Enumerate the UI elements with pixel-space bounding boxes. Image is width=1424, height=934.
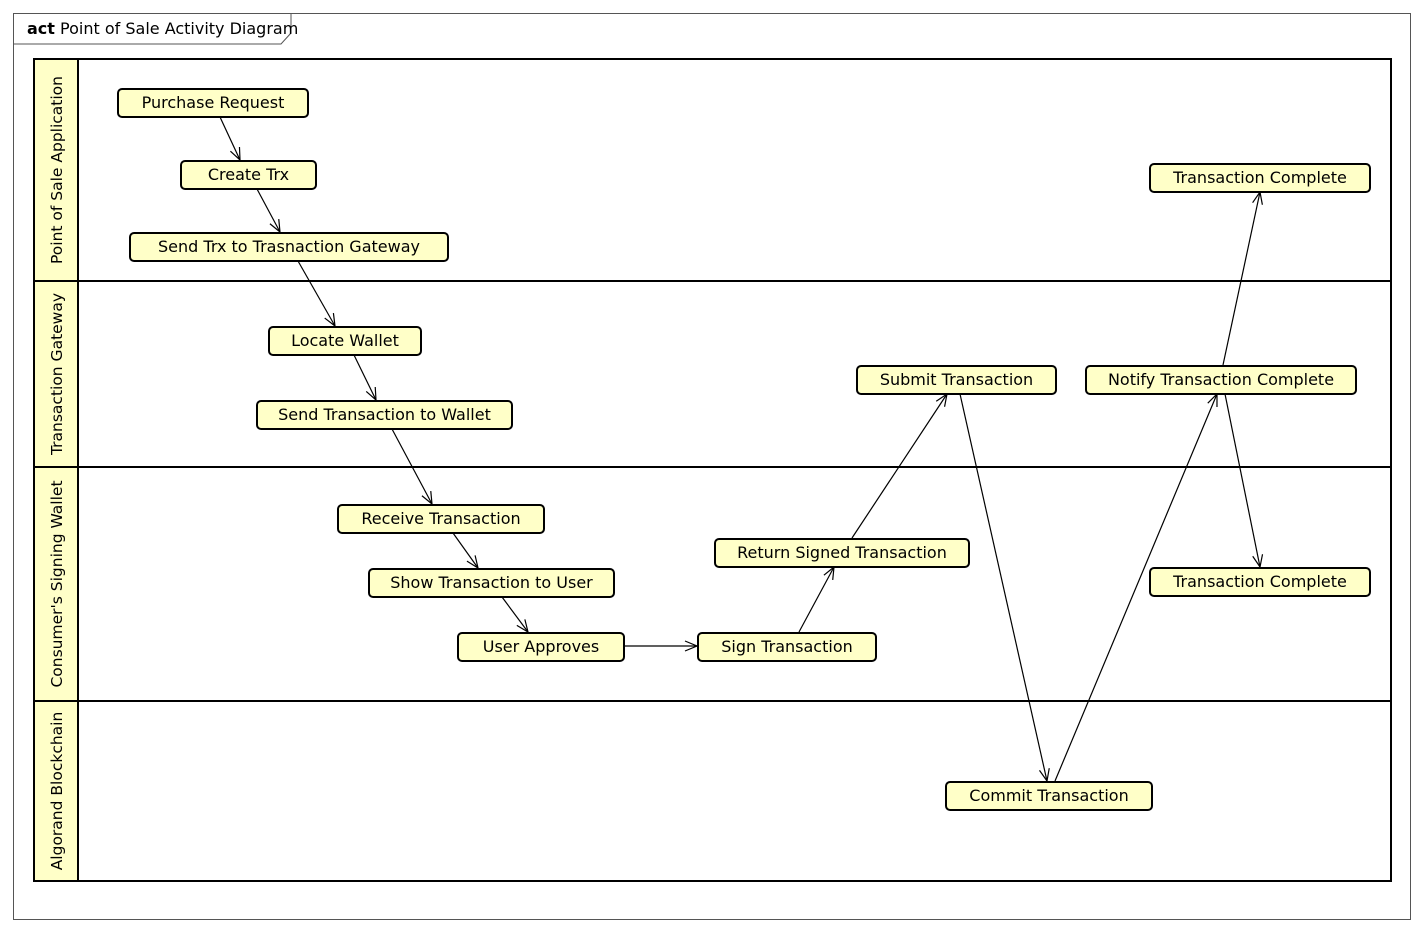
flow-return-signed-to-submit-transaction xyxy=(851,394,947,539)
action-purchase-request[interactable]: Purchase Request xyxy=(117,88,309,118)
flow-submit-transaction-to-commit-transaction xyxy=(959,393,1047,781)
action-send-transaction-to-wallet[interactable]: Send Transaction to Wallet xyxy=(256,400,513,430)
action-commit-transaction[interactable]: Commit Transaction xyxy=(945,781,1153,811)
flow-receive-transaction-to-show-transaction xyxy=(452,532,478,568)
flow-notify-complete-to-transaction-complete-pos xyxy=(1222,192,1260,366)
lane-header[interactable]: Point of Sale Application xyxy=(35,60,79,280)
flow-send-transaction-wallet-to-receive-transaction xyxy=(391,428,432,504)
action-user-approves[interactable]: User Approves xyxy=(457,632,625,662)
action-transaction-complete-pos[interactable]: Transaction Complete xyxy=(1149,163,1371,193)
lane-header[interactable]: Algorand Blockchain xyxy=(35,702,79,880)
lane-algorand-blockchain: Algorand Blockchain xyxy=(35,702,1390,880)
frame-kind: act xyxy=(27,19,55,38)
frame-tab xyxy=(13,13,292,45)
action-notify-transaction-complete[interactable]: Notify Transaction Complete xyxy=(1085,365,1357,395)
action-submit-transaction[interactable]: Submit Transaction xyxy=(856,365,1057,395)
frame-name: Point of Sale Activity Diagram xyxy=(60,19,299,38)
lane-header[interactable]: Consumer's Signing Wallet xyxy=(35,468,79,700)
flow-locate-wallet-to-send-transaction-wallet xyxy=(353,354,376,400)
action-create-trx[interactable]: Create Trx xyxy=(180,160,317,190)
action-send-trx-to-gateway[interactable]: Send Trx to Trasnaction Gateway xyxy=(129,232,449,262)
lane-signing-wallet: Consumer's Signing Wallet xyxy=(35,468,1390,702)
lane-point-of-sale: Point of Sale Application xyxy=(35,60,1390,282)
flow-notify-complete-to-transaction-complete-wallet xyxy=(1224,393,1260,567)
swimlanes: Point of Sale Application Transaction Ga… xyxy=(33,58,1392,882)
flow-send-trx-gateway-to-locate-wallet xyxy=(297,260,335,326)
flow-sign-transaction-to-return-signed xyxy=(798,567,834,633)
action-receive-transaction[interactable]: Receive Transaction xyxy=(337,504,545,534)
lane-header[interactable]: Transaction Gateway xyxy=(35,282,79,466)
action-show-transaction-to-user[interactable]: Show Transaction to User xyxy=(368,568,615,598)
diagram-frame xyxy=(13,13,1411,920)
action-locate-wallet[interactable]: Locate Wallet xyxy=(268,326,422,356)
action-return-signed-transaction[interactable]: Return Signed Transaction xyxy=(714,538,970,568)
action-sign-transaction[interactable]: Sign Transaction xyxy=(697,632,877,662)
flow-create-trx-to-send-trx-gateway xyxy=(256,188,280,232)
flow-commit-transaction-to-notify-complete xyxy=(1054,394,1217,782)
action-transaction-complete-wallet[interactable]: Transaction Complete xyxy=(1149,567,1371,597)
flow-purchase-request-to-create-trx xyxy=(219,116,240,160)
flow-show-transaction-to-user-approves xyxy=(501,596,528,632)
lane-transaction-gateway: Transaction Gateway xyxy=(35,282,1390,468)
frame-title: act Point of Sale Activity Diagram xyxy=(27,19,298,38)
